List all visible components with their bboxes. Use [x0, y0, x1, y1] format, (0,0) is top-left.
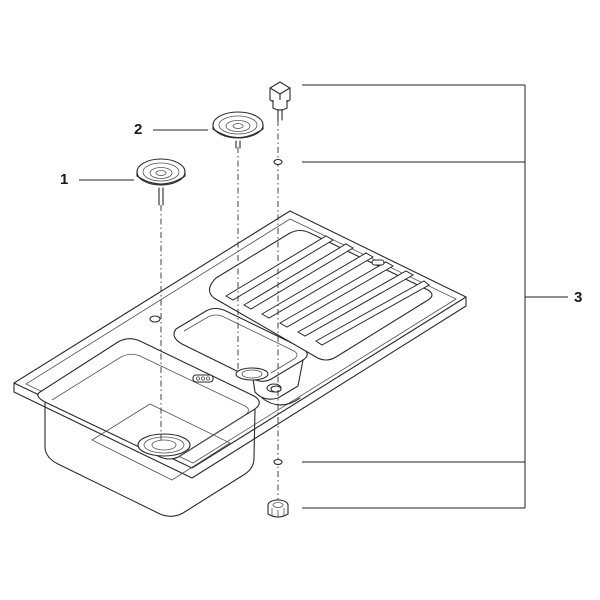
main-bowl: [37, 338, 260, 517]
strainer-2: [212, 111, 264, 149]
callout-label-1: 1: [60, 171, 69, 188]
callout-label-3: 3: [574, 289, 583, 306]
bottom-nut: [267, 499, 289, 518]
strainer-1: [136, 158, 186, 206]
washers: [273, 158, 283, 466]
assembly-axes: [160, 120, 279, 500]
drainer-board: [208, 229, 433, 361]
leader-lines: [79, 84, 568, 509]
callout-label-2: 2: [134, 121, 143, 138]
drain-knob: [269, 81, 291, 121]
